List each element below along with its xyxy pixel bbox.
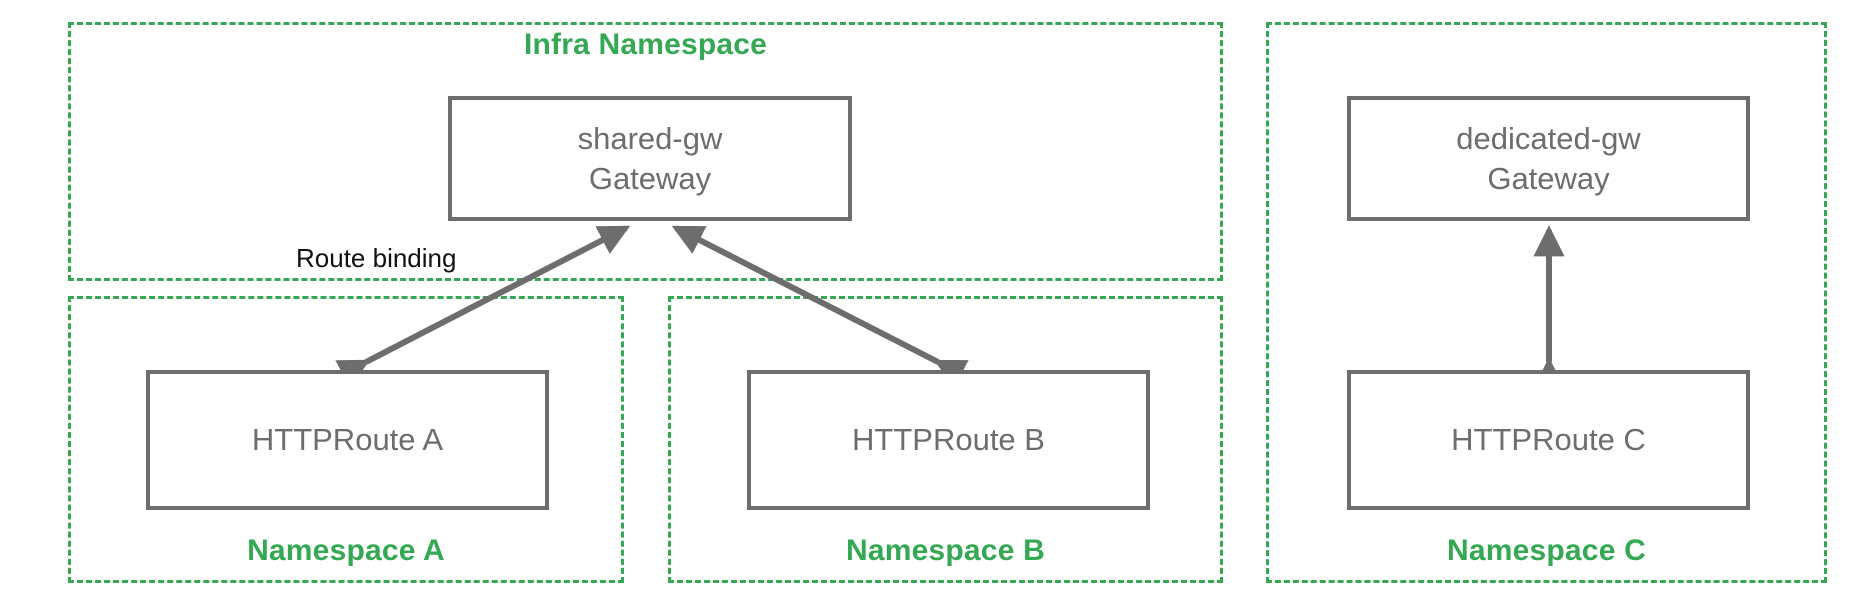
- node-httproute-b-label: HTTPRoute B: [852, 422, 1045, 458]
- node-shared-gw-line-2: Gateway: [588, 160, 712, 196]
- node-httproute-a[interactable]: HTTPRoute A: [146, 370, 549, 510]
- node-httproute-c[interactable]: HTTPRoute C: [1347, 370, 1750, 510]
- node-shared-gw-gateway[interactable]: shared-gw Gateway: [448, 96, 852, 221]
- edge-label-route-binding: Route binding: [296, 243, 457, 273]
- node-dedicated-gw-line-2: Gateway: [1487, 160, 1610, 196]
- namespace-label-c: Namespace C: [1447, 534, 1646, 567]
- namespace-box-infra: [68, 22, 1223, 281]
- node-httproute-c-label: HTTPRoute C: [1451, 422, 1646, 458]
- node-httproute-b[interactable]: HTTPRoute B: [747, 370, 1150, 510]
- namespace-box-c: [1266, 22, 1827, 583]
- node-httproute-a-label: HTTPRoute A: [251, 422, 444, 458]
- node-dedicated-gw-line-1: dedicated-gw: [1456, 120, 1641, 156]
- namespace-label-infra: Infra Namespace: [523, 28, 768, 61]
- node-dedicated-gw-gateway[interactable]: dedicated-gw Gateway: [1347, 96, 1750, 221]
- namespace-label-a: Namespace A: [247, 534, 445, 567]
- node-shared-gw-line-1: shared-gw: [577, 120, 723, 156]
- namespace-label-b: Namespace B: [846, 534, 1045, 567]
